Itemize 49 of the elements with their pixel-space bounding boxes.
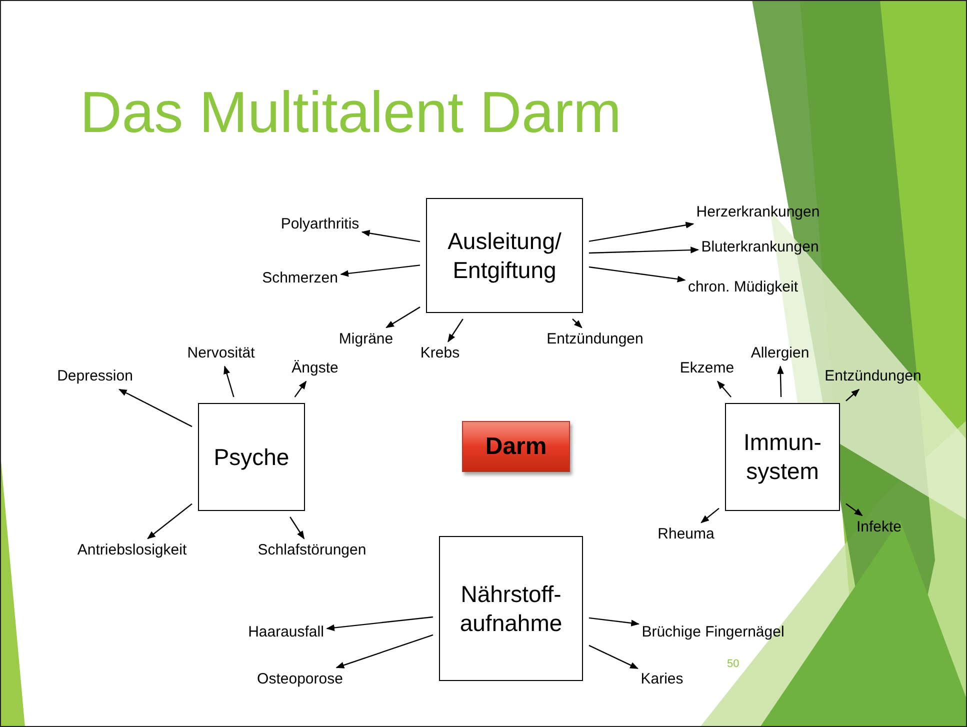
arrow <box>294 380 307 398</box>
effect-label: Schlafstörungen <box>258 542 366 560</box>
topic-box: Immun- system <box>725 403 840 511</box>
effect-label: Polyarthritis <box>280 216 360 234</box>
arrow <box>290 516 305 540</box>
arrow <box>588 617 640 626</box>
arrow <box>588 222 694 242</box>
effect-label: Ängste <box>292 360 338 378</box>
center-label: Darm <box>462 421 570 472</box>
effect-label: Schmerzen <box>262 270 338 288</box>
effect-label: Migräne <box>338 330 394 350</box>
arrow <box>588 266 686 282</box>
effect-label: Entzündungen <box>546 330 644 350</box>
effect-label: Krebs <box>420 344 460 364</box>
effect-label: Entzündungen <box>824 368 922 386</box>
effect-label: Infekte <box>856 518 902 538</box>
effect-label: Ekzeme <box>680 360 734 378</box>
effect-label: Allergien <box>750 344 810 364</box>
effect-label: Antriebslosigkeit <box>77 542 187 560</box>
arrow <box>386 306 420 328</box>
arrow <box>588 644 638 670</box>
effect-label: Karies <box>640 670 684 690</box>
arrow <box>700 508 720 524</box>
effect-label: Haarausfall <box>248 624 324 642</box>
arrow <box>118 388 192 428</box>
arrow <box>224 366 234 398</box>
topic-box: Nährstoff- aufnahme <box>439 536 583 681</box>
arrow <box>448 318 464 342</box>
effect-label: Depression <box>57 368 133 386</box>
arrow <box>717 380 732 398</box>
topic-box: Psyche <box>198 403 305 511</box>
page-number: 50 <box>727 657 740 672</box>
arrow <box>572 318 582 328</box>
arrow <box>777 366 784 398</box>
effect-label: Rheuma <box>658 526 714 544</box>
slide-title: Das Multitalent Darm <box>80 84 622 142</box>
arrow <box>147 503 192 540</box>
arrow <box>846 388 860 402</box>
arrow <box>336 634 434 668</box>
arrow <box>340 264 420 277</box>
arrow <box>326 616 434 632</box>
topic-box: Ausleitung/ Entgiftung <box>426 198 583 313</box>
arrow <box>846 503 863 516</box>
arrow <box>588 246 700 254</box>
effect-label: Brüchige Fingernägel <box>642 624 784 642</box>
effect-label: chron. Müdigkeit <box>688 278 798 298</box>
effect-label: Nervosität <box>187 344 255 364</box>
arrow <box>361 230 420 242</box>
effect-label: Osteoporose <box>257 670 343 690</box>
